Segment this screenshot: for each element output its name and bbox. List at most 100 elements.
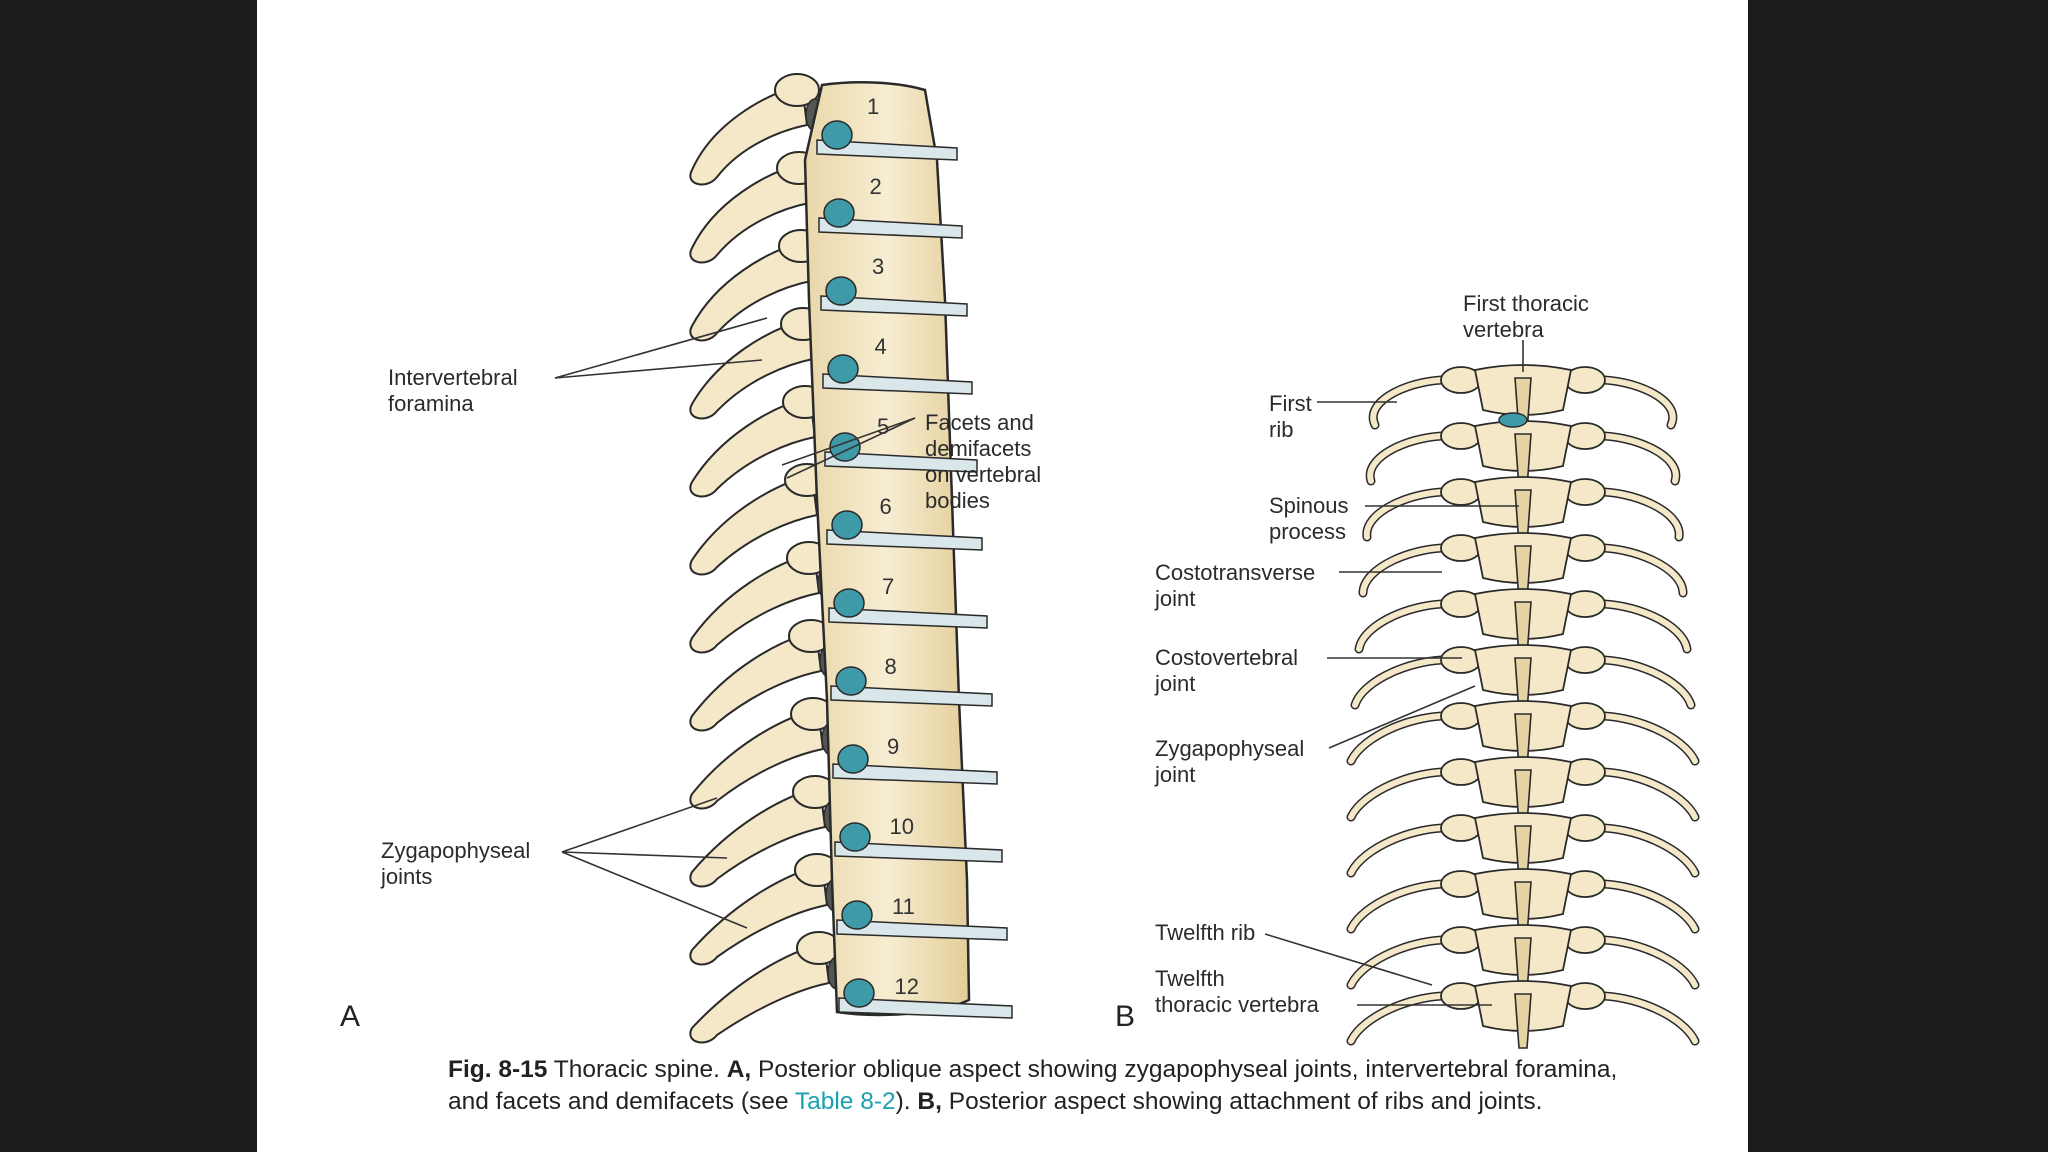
demifacet: [833, 588, 865, 618]
spinous-process: [689, 161, 811, 264]
vertebra-number: 3: [872, 254, 885, 279]
rib-right-fill: [1590, 824, 1698, 876]
posterior-processes: [689, 73, 847, 1044]
vertebra-number: 9: [887, 734, 900, 759]
rib-left-fill: [1367, 432, 1456, 484]
label-facets-and-demifacets: Facets and demifacets on vertebral bodie…: [925, 410, 1042, 513]
spinous-process: [689, 785, 827, 888]
spinous-process: [689, 941, 831, 1044]
demifacet: [823, 198, 855, 228]
rib-left-fill: [1370, 376, 1456, 428]
spinous-process: [689, 551, 821, 654]
intervertebral-disc: [816, 139, 958, 161]
demifacet: [837, 744, 869, 774]
demifacet: [831, 510, 863, 540]
table-8-2-link[interactable]: Table 8-2: [794, 1088, 896, 1115]
spinous-process: [1514, 993, 1532, 1049]
spinous-process: [689, 473, 819, 576]
rib-right-fill: [1590, 600, 1690, 652]
demifacet: [827, 354, 859, 384]
panel-letter-a: A: [340, 1000, 361, 1033]
vertebra-number: 5: [877, 414, 890, 439]
label-first-rib: First rib: [1269, 391, 1312, 442]
vertebra-number: 4: [874, 334, 887, 359]
rib-right-fill: [1590, 880, 1698, 932]
vertebra-number: 6: [879, 494, 892, 519]
rib-right-fill: [1590, 544, 1686, 596]
vertebra-number: 2: [869, 174, 882, 199]
label-zygapophyseal-joints: Zygapophyseal joints: [381, 838, 531, 889]
intervertebral-disc: [836, 919, 1008, 941]
panel-b-posterior-spine: [1346, 364, 1700, 1049]
panel-letter-b: B: [1115, 1000, 1136, 1033]
vertebra-number: 1: [867, 94, 880, 119]
vertebra-number: 12: [894, 974, 919, 999]
vertebra-number: 11: [892, 894, 915, 919]
rib-right-fill: [1590, 488, 1683, 540]
rib-right-fill: [1590, 376, 1676, 428]
rib-left-fill: [1348, 712, 1456, 764]
rib-left-fill: [1356, 600, 1456, 652]
spinous-process: [689, 83, 809, 186]
label-zygapophyseal-joint: Zygapophyseal joint: [1155, 736, 1305, 787]
label-intervertebral-foramina: Intervertebral foramina: [388, 365, 518, 416]
spinous-process: [689, 239, 813, 342]
label-first-thoracic-vertebra: First thoracic vertebra: [1463, 291, 1589, 342]
rib-left-fill: [1360, 544, 1456, 596]
intervertebral-disc: [818, 217, 963, 239]
facets: [821, 120, 875, 1008]
label-costotransverse-joint: Costotransverse joint: [1155, 560, 1316, 611]
rib-left-fill: [1348, 824, 1456, 876]
spinous-process: [689, 707, 825, 810]
rib-left-fill: [1348, 992, 1456, 1044]
figure-caption: Fig. 8-15 Thoracic spine. A, Posterior o…: [448, 1056, 1618, 1115]
intervertebral-disc: [822, 373, 973, 395]
rib-right-fill: [1590, 768, 1698, 820]
intervertebral-disc: [824, 451, 978, 473]
panel-a-oblique-spine: [689, 73, 1013, 1044]
intervertebral-disc: [832, 763, 998, 785]
intervertebral-discs: [816, 139, 1013, 1019]
spinous-process: [689, 863, 829, 966]
intervertebral-disc: [830, 685, 993, 707]
demifacet: [841, 900, 873, 930]
rib-right-fill: [1590, 432, 1679, 484]
label-twelfth-thoracic-vertebra: Twelfth thoracic vertebra: [1155, 966, 1319, 1017]
rib-right-fill: [1590, 712, 1698, 764]
rib-left-fill: [1348, 768, 1456, 820]
label-costovertebral-joint: Costovertebral joint: [1155, 645, 1299, 696]
vertebra-number: 7: [882, 574, 895, 599]
rib-right-fill: [1590, 936, 1698, 988]
rib-right-fill: [1590, 656, 1694, 708]
spinous-process: [689, 395, 817, 498]
intervertebral-disc: [838, 997, 1013, 1019]
first-vertebra-facet: [1498, 412, 1528, 428]
vertebra-number: 8: [884, 654, 897, 679]
leader-lines: [554, 317, 1524, 1006]
label-twelfth-rib: Twelfth rib: [1155, 920, 1256, 945]
spinous-process: [689, 629, 823, 732]
ribs: [1346, 375, 1700, 1046]
demifacet: [839, 822, 871, 852]
intervertebral-disc: [828, 607, 988, 629]
demifacet: [843, 978, 875, 1008]
spinous-process: [689, 317, 815, 420]
thoracic-vertebrae-posterior: [1440, 364, 1606, 1049]
vertebra-number: 10: [889, 814, 914, 839]
rib-left-fill: [1348, 880, 1456, 932]
rib-left-fill: [1352, 656, 1456, 708]
intervertebral-disc: [826, 529, 983, 551]
demifacet: [821, 120, 853, 150]
articular-process: [774, 73, 820, 107]
caption-fig-number: Fig. 8-15: [448, 1056, 548, 1083]
rib-left-fill: [1348, 936, 1456, 988]
rib-right-fill: [1590, 992, 1698, 1044]
spine-illustration: [554, 73, 1700, 1049]
label-spinous-process: Spinous process: [1269, 493, 1349, 544]
demifacet: [835, 666, 867, 696]
intervertebral-disc: [834, 841, 1003, 863]
demifacet: [825, 276, 857, 306]
intervertebral-disc: [820, 295, 968, 317]
rib-left-fill: [1363, 488, 1456, 540]
